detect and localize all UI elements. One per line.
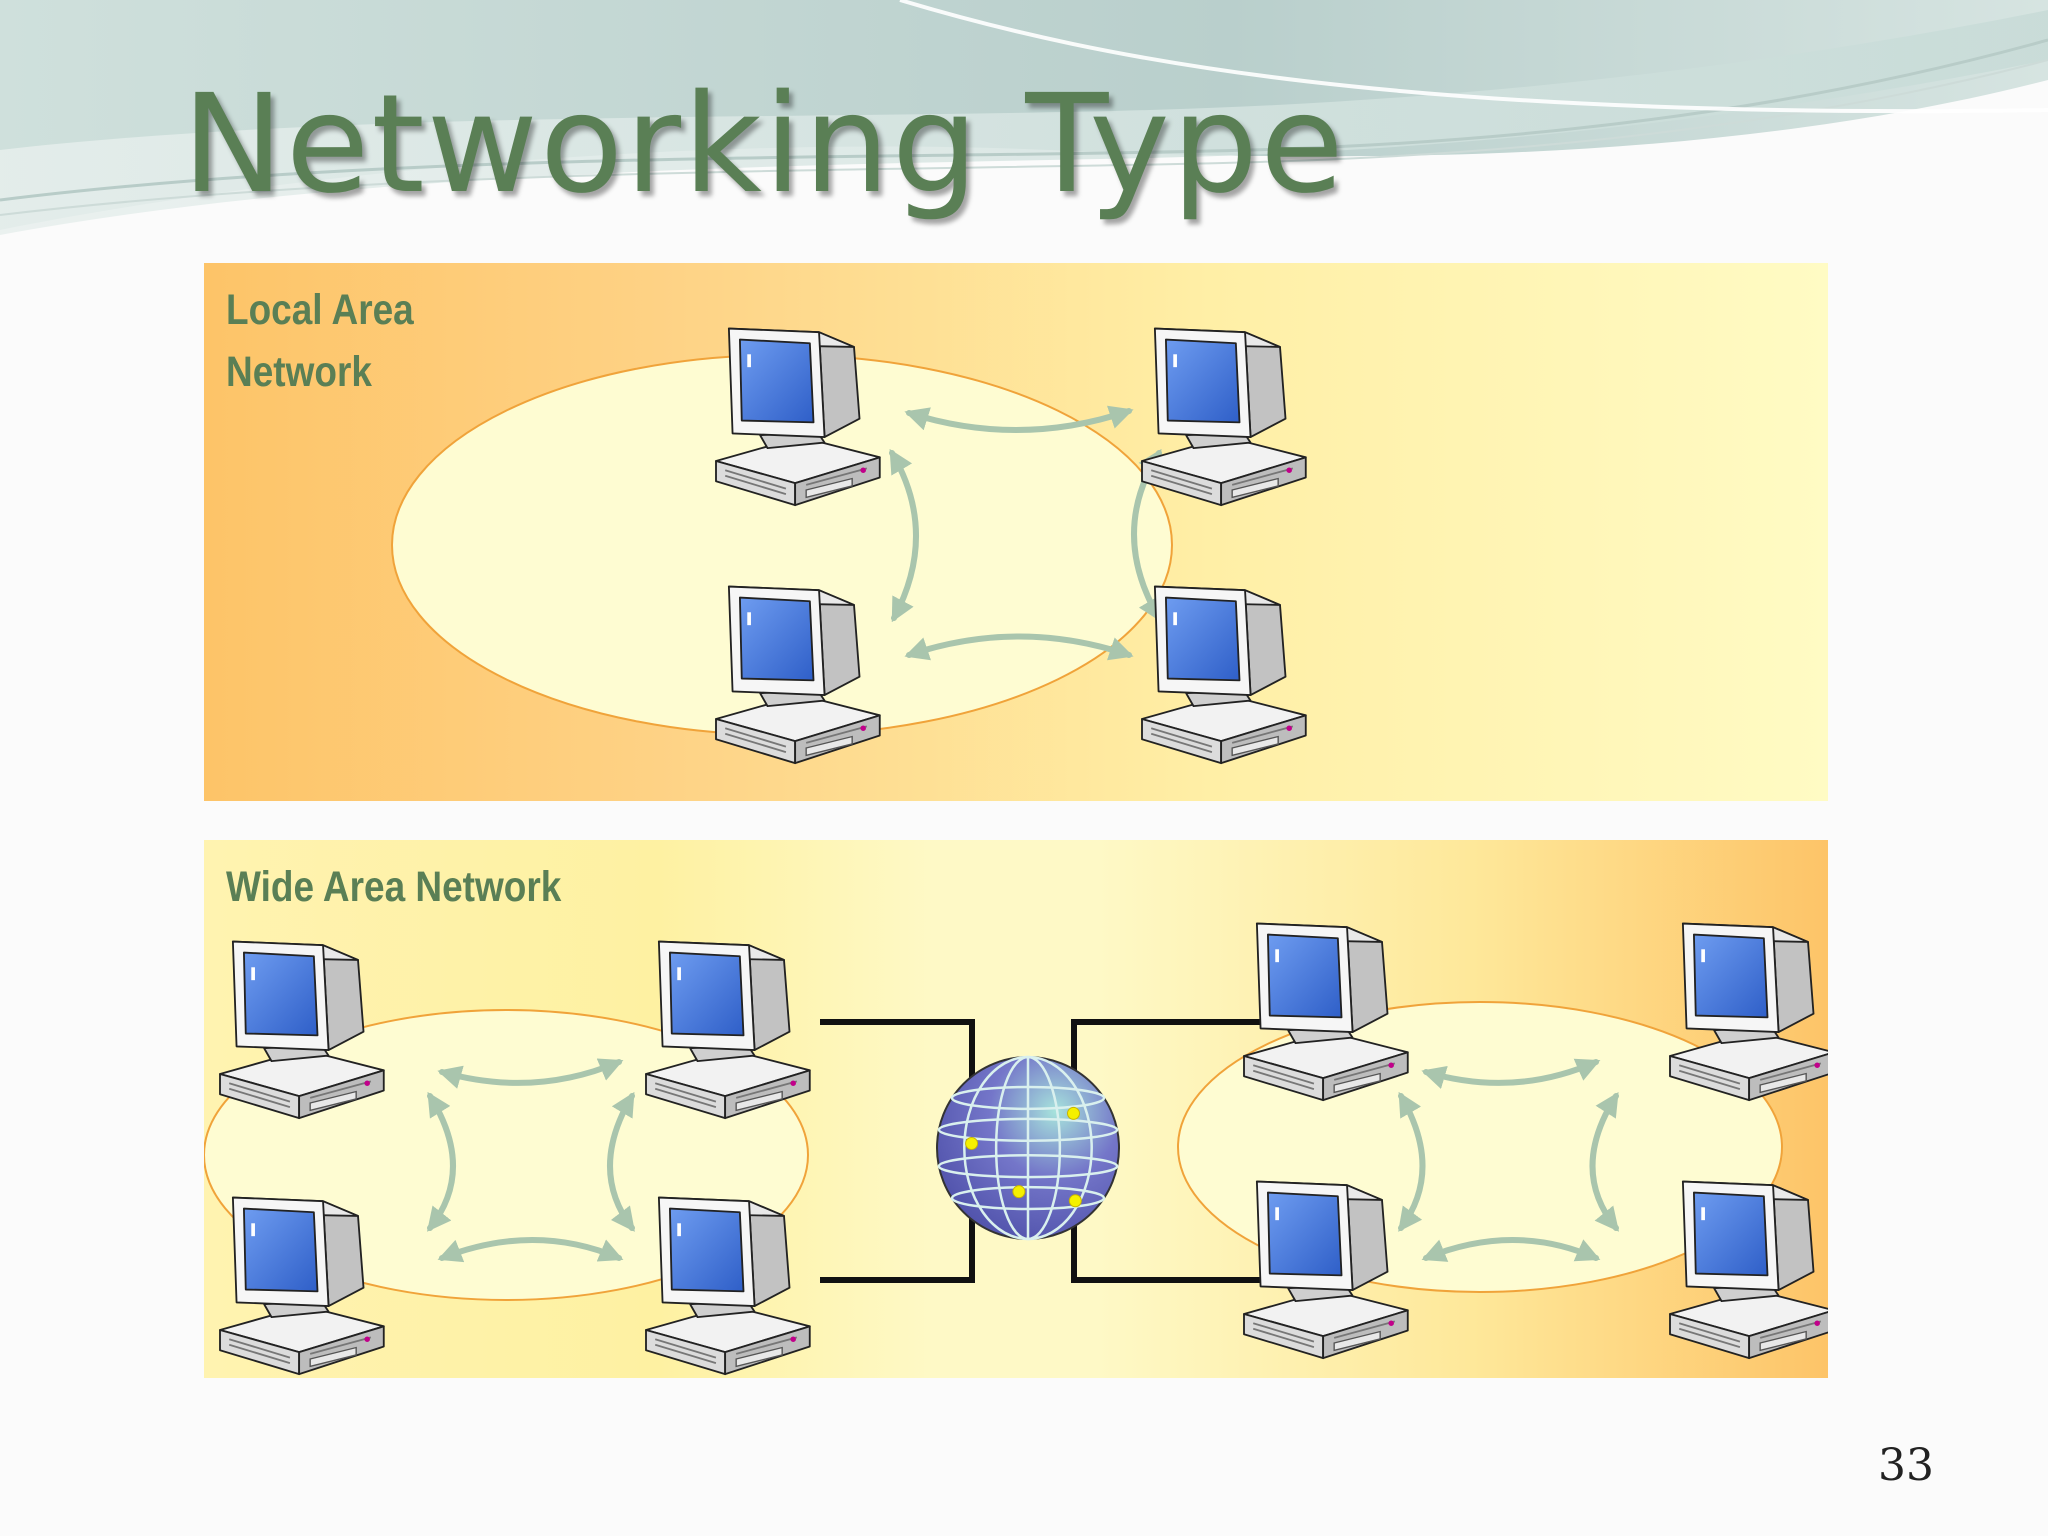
lan-arrow-left: [889, 448, 919, 623]
lan-label: Local Area Network: [226, 286, 414, 396]
wan-diagram: [204, 922, 1828, 1376]
wan-right-arrow-right: [1589, 1091, 1620, 1232]
wan-right-arrow-top: [1421, 1058, 1601, 1089]
wan-left-arrow-left: [427, 1091, 456, 1232]
slide-title: Networking Type: [182, 66, 1346, 224]
wan-computer-7: [1243, 1180, 1409, 1360]
wan-left-arrow-bottom: [437, 1237, 624, 1263]
lan-computer-4: [1141, 585, 1307, 765]
lan-panel: Local Area Network: [204, 263, 1828, 801]
wan-computer-8: [1669, 1180, 1828, 1360]
lan-arrow-bottom: [904, 633, 1134, 661]
wan-left-arrow-top: [437, 1058, 624, 1089]
wan-computer-6: [1669, 922, 1828, 1102]
wan-right-arrow-bottom: [1421, 1237, 1601, 1262]
wan-computer-5: [1243, 922, 1409, 1102]
wan-computer-1: [219, 940, 385, 1120]
page-number: 33: [1878, 1440, 1934, 1491]
lan-diagram: [391, 327, 1307, 765]
lan-computer-1: [715, 327, 881, 507]
wan-right-arrow-left: [1398, 1091, 1426, 1232]
wan-panel: Wide Area Network: [204, 840, 1828, 1378]
wan-left-arrow-right: [607, 1091, 635, 1232]
globe-icon: [936, 1055, 1120, 1241]
wan-computer-4: [645, 1196, 811, 1376]
wan-label: Wide Area Network: [226, 863, 562, 911]
wan-computer-3: [219, 1196, 385, 1376]
wan-computer-2: [645, 940, 811, 1120]
lan-computer-2: [1141, 327, 1307, 507]
lan-arrow-top: [904, 405, 1134, 433]
lan-computer-3: [715, 585, 881, 765]
